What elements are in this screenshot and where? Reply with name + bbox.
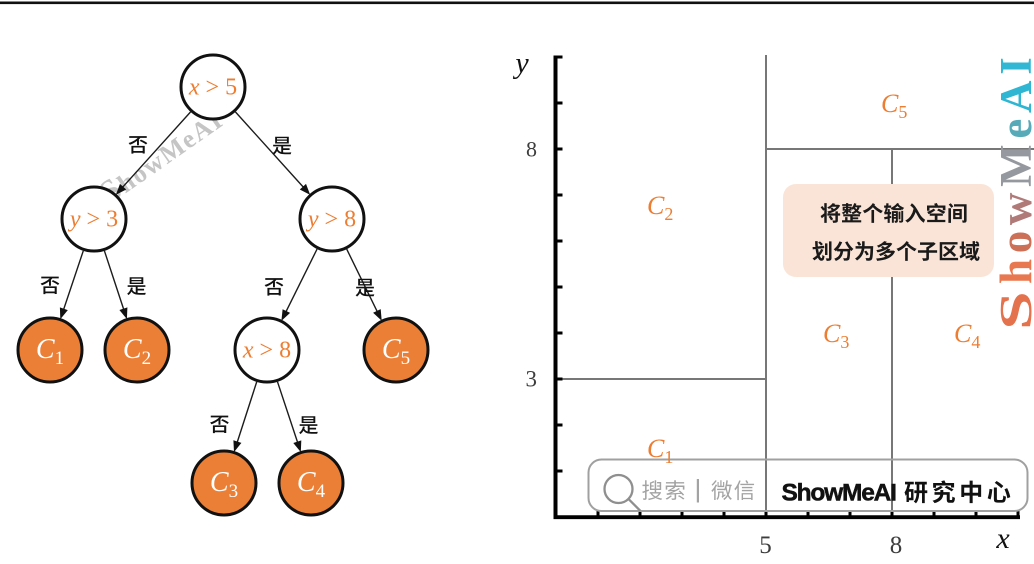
svg-text:8: 8: [526, 137, 537, 162]
svg-text:C5: C5: [382, 334, 410, 369]
svg-text:C3: C3: [210, 467, 238, 502]
svg-text:C3: C3: [823, 319, 849, 352]
svg-text:y > 8: y > 8: [306, 207, 356, 233]
svg-text:x > 5: x > 5: [188, 75, 237, 101]
svg-text:C1: C1: [647, 434, 673, 467]
svg-text:x: x: [995, 522, 1010, 555]
svg-text:C2: C2: [123, 334, 151, 369]
svg-text:x > 8: x > 8: [242, 338, 291, 364]
svg-text:S: S: [991, 291, 1034, 330]
svg-text:ShowMeAI: ShowMeAI: [782, 480, 897, 507]
svg-text:C2: C2: [647, 191, 673, 224]
svg-text:5: 5: [759, 532, 772, 559]
svg-text:3: 3: [526, 367, 538, 392]
svg-text:y > 3: y > 3: [68, 207, 118, 233]
svg-text:C5: C5: [881, 89, 907, 122]
svg-text:C4: C4: [297, 467, 326, 502]
svg-text:C4: C4: [954, 319, 980, 352]
svg-text:C1: C1: [36, 334, 64, 369]
svg-text:8: 8: [890, 532, 903, 559]
svg-text:howMeAI: howMeAI: [991, 52, 1034, 284]
svg-text:y: y: [512, 47, 529, 80]
